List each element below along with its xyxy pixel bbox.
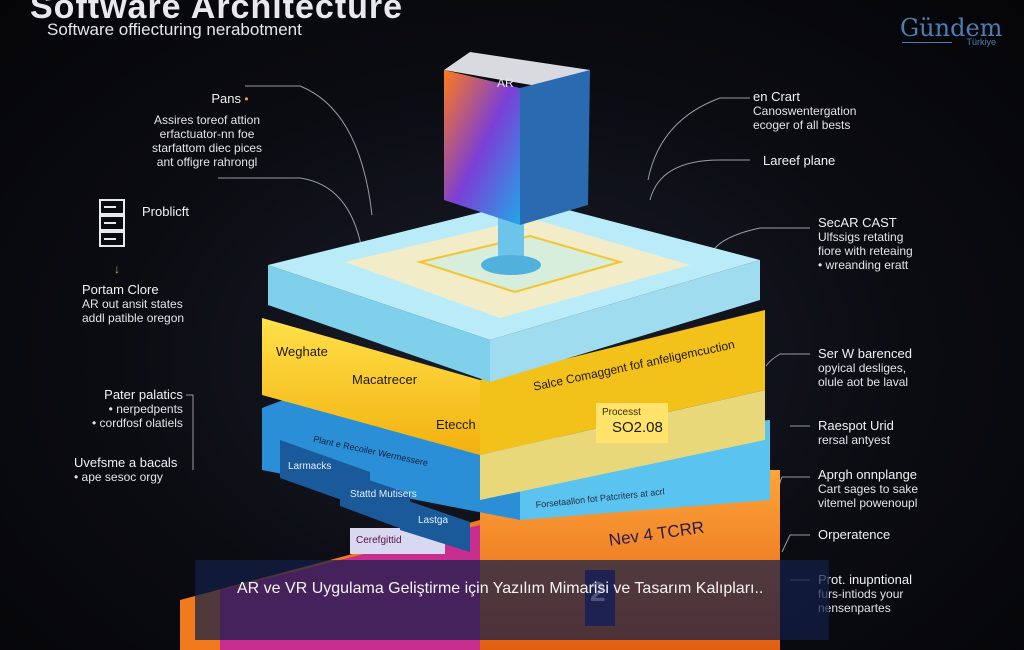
right-note-orperatence: Orperatence bbox=[818, 528, 890, 542]
note-line: addl patible oregon bbox=[82, 311, 184, 325]
device-side bbox=[520, 70, 590, 225]
yellow-badge-small: Processt bbox=[602, 406, 641, 420]
note-line: furs-intiods your bbox=[818, 587, 903, 601]
note-heading: SecAR CAST bbox=[818, 215, 897, 230]
caret-bullet-icon: • bbox=[241, 92, 249, 106]
left-note-problicft: Problicft bbox=[142, 205, 189, 219]
note-line: erfactuator-nn foe bbox=[160, 127, 255, 141]
blue-tile-label-3: Lastga bbox=[418, 514, 448, 528]
blue-tile-label-1: Larmacks bbox=[288, 460, 331, 474]
note-line: vitemel powenoupl bbox=[818, 496, 917, 510]
note-line: Canoswentergation bbox=[753, 104, 856, 118]
right-note-lareef: Lareef plane bbox=[763, 154, 835, 168]
yellow-badge-code: SO2.08 bbox=[612, 421, 663, 435]
note-heading: Problicft bbox=[142, 204, 189, 219]
note-heading: Raespot Urid bbox=[818, 418, 894, 433]
note-line: AR out ansit states bbox=[82, 297, 183, 311]
magenta-label: Cerefgittid bbox=[356, 534, 402, 548]
note-line: Cart sages to sake bbox=[818, 482, 918, 496]
note-heading: Portam Clore bbox=[82, 282, 159, 297]
note-line: starfattom diec pices bbox=[152, 141, 262, 155]
device-label: AR bbox=[497, 76, 514, 90]
note-line: • wreanding eratt bbox=[818, 258, 908, 272]
note-heading: Orperatence bbox=[818, 527, 890, 542]
note-line: ant offigre rahrongl bbox=[157, 155, 258, 169]
note-heading: en Crart bbox=[753, 89, 800, 104]
note-heading: Pater palatics bbox=[104, 387, 183, 402]
note-line: olule aot be laval bbox=[818, 375, 908, 389]
note-heading: Uvefsme a bacals bbox=[74, 455, 177, 470]
device-stem-base bbox=[481, 255, 541, 275]
note-heading: Lareef plane bbox=[763, 153, 835, 168]
blue-tile-label-2: Stattd Mutisers bbox=[350, 488, 417, 502]
server-icon bbox=[96, 198, 130, 250]
yellow-word-3: Etecch bbox=[436, 418, 476, 432]
left-note-pater: Pater palatics• nerpedpents• cordfosf ol… bbox=[92, 388, 183, 430]
note-line: Ulfssigs retating bbox=[818, 230, 903, 244]
image-caption[interactable]: AR ve VR Uygulama Geliştirme için Yazılı… bbox=[195, 560, 829, 640]
left-note-uvefsme: Uvefsme a bacals• ape sesoc orgy bbox=[74, 456, 177, 484]
caption-text: AR ve VR Uygulama Geliştirme için Yazılı… bbox=[237, 578, 807, 600]
note-line: • nerpedpents bbox=[109, 402, 183, 416]
note-line: ecoger of all bests bbox=[753, 118, 850, 132]
note-heading: Aprgh onnplange bbox=[818, 467, 917, 482]
yellow-word-1: Weghate bbox=[276, 345, 328, 359]
note-line: Assires toreof attion bbox=[154, 113, 260, 127]
note-heading: Pans bbox=[211, 91, 241, 106]
note-line: • ape sesoc orgy bbox=[74, 470, 163, 484]
note-heading: Ser W barenced bbox=[818, 346, 912, 361]
ar-device-icon bbox=[444, 70, 520, 225]
note-line: • cordfosf olatiels bbox=[92, 416, 183, 430]
note-line: opyical desliges, bbox=[818, 361, 906, 375]
note-line: rersal antyest bbox=[818, 433, 890, 447]
note-heading: Prot. inupntional bbox=[818, 572, 912, 587]
note-line: fiore with reteaing bbox=[818, 244, 913, 258]
yellow-word-2: Macatrecer bbox=[352, 373, 417, 387]
caret-bullet-icon: ↓ bbox=[114, 262, 120, 276]
